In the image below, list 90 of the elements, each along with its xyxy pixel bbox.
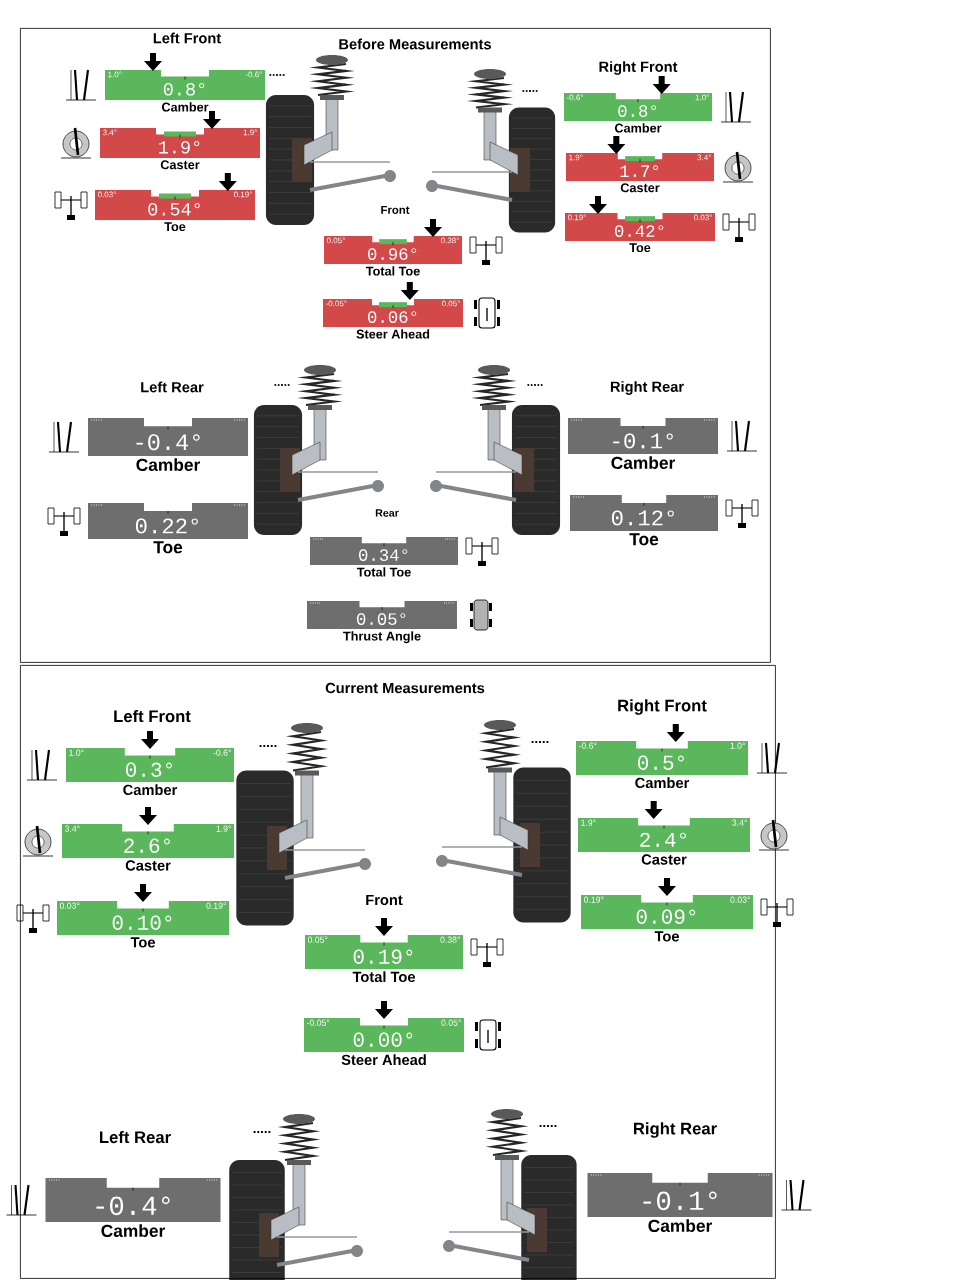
fill-in-line: ..... [527, 384, 543, 386]
gauge-bar: 0.19° 0.03° 0.09° [581, 878, 753, 929]
gauge-bar: 3.4° 1.9° 2.6° [62, 807, 234, 858]
gauge-bar: 1.9° 3.4° 2.4° [578, 801, 750, 852]
fill-in-line: ..... [539, 1125, 557, 1127]
corner-heading: Left Front [114, 709, 191, 723]
corner-heading: Right Front [599, 61, 678, 75]
gauge-caption: Toe [629, 533, 659, 546]
gauge-caption: Toe [654, 931, 679, 942]
gauge-bar: 0.05° 0.38° 0.19° [305, 918, 463, 969]
axle-label: Front [381, 206, 410, 214]
gauge-caption: Camber [123, 784, 178, 796]
node-label: ..... [234, 504, 245, 506]
gauge-caption: Thrust Angle [343, 631, 421, 644]
gauge-caption: Toe [130, 937, 155, 948]
node-label: 0.05° [357, 613, 406, 625]
gauge-bar: -0.6° 1.0° 0.5° [576, 724, 748, 775]
gauge-bar: -0.05° 0.05° 0.00° [304, 1001, 464, 1052]
gauge-bar: ..... ..... 0.34° [310, 537, 458, 565]
corner-heading: Left Front [153, 32, 222, 44]
fill-in-line: ..... [522, 90, 538, 92]
gauge-caption: Toe [153, 541, 183, 554]
gauge-bar: 1.9° 3.4° 1.7° [566, 136, 714, 181]
gauge-caption: Camber [136, 458, 200, 471]
gauge-bar: 1.0° -0.6° 0.3° [66, 731, 234, 782]
node-label: ..... [310, 602, 320, 604]
gauge-caption: Caster [160, 160, 200, 170]
gauge-bar: ..... ..... -0.1° [587, 1173, 773, 1217]
node-label: ..... [445, 538, 455, 540]
fill-in-line: ..... [531, 741, 549, 743]
corner-heading: Left Rear [141, 381, 204, 393]
gauge-bar: 0.03° 0.19° 0.54° [95, 173, 255, 220]
node-label: 0.34° [359, 549, 408, 561]
node-label: ..... [758, 1174, 770, 1176]
gauge-caption: Total Toe [356, 567, 411, 577]
axle-label: Front [366, 894, 403, 906]
fill-in-line: ..... [274, 384, 290, 386]
node-label: ..... [573, 496, 584, 498]
node-label: -0.1° [613, 433, 673, 449]
gauge-bar: ..... ..... -0.1° [568, 418, 718, 454]
node-label: ..... [91, 504, 102, 506]
node-label: ..... [91, 419, 102, 421]
gauge-caption: Camber [614, 123, 662, 133]
node-label: -0.4° [136, 434, 200, 451]
gauge-bar: -0.05° 0.05° 0.06° [323, 282, 463, 327]
node-label: 0.12° [611, 510, 674, 526]
gauge-caption: Camber [101, 1224, 165, 1237]
gauge-caption: Camber [161, 102, 209, 112]
gauge-caption: Toe [164, 222, 186, 232]
node-label: -0.1° [643, 1191, 717, 1211]
gauge-caption: Steer Ahead [356, 329, 430, 339]
node-label: ..... [313, 538, 323, 540]
gauge-caption: Total Toe [365, 266, 420, 276]
node-label: ..... [704, 496, 715, 498]
node-label: ..... [234, 419, 245, 421]
gauge-caption: Camber [635, 777, 690, 789]
gauge-caption: Total Toe [352, 971, 415, 983]
node-label: ..... [704, 419, 715, 421]
node-label: ..... [444, 602, 454, 604]
gauge-caption: Caster [641, 854, 687, 865]
corner-heading: Right Rear [610, 381, 684, 395]
corner-heading: Left Rear [100, 1130, 171, 1144]
corner-heading: Right Front [618, 699, 707, 715]
gauge-bar: 0.05° 0.38° 0.96° [324, 219, 462, 264]
gauge-caption: Toe [629, 243, 651, 253]
gauge-caption: Steer Ahead [341, 1054, 426, 1066]
gauge-bar: ..... ..... 0.05° [307, 601, 457, 629]
node-label: ..... [590, 1174, 602, 1176]
gauge-bar: ..... ..... 0.12° [570, 495, 718, 531]
gauge-bar: 0.03° 0.19° 0.10° [57, 884, 229, 935]
fill-in-line: ..... [253, 1131, 271, 1133]
gauge-bar: ..... ..... -0.4° [88, 418, 248, 456]
gauge-bar: ..... ..... 0.22° [88, 503, 248, 539]
fill-in-line: ..... [259, 745, 277, 747]
gauge-caption: Camber [648, 1219, 712, 1232]
node-label: ..... [571, 419, 582, 421]
gauge-caption: Camber [611, 456, 675, 469]
gauge-caption: Caster [125, 860, 171, 871]
gauge-bar: 0.19° 0.03° 0.42° [565, 196, 715, 241]
node-label: ..... [206, 1179, 218, 1181]
node-label: 0.22° [135, 518, 198, 534]
gauge-bar: 3.4° 1.9° 1.9° [100, 111, 260, 158]
gauge-caption: Caster [620, 183, 660, 193]
node-label: -0.4° [96, 1196, 170, 1216]
axle-label: Rear [375, 509, 399, 517]
node-label: ..... [48, 1179, 60, 1181]
corner-heading: Right Rear [634, 1122, 717, 1138]
gauge-bar: ..... ..... -0.4° [45, 1178, 221, 1222]
gauge-bar: -0.6° 1.0° 0.8° [564, 76, 712, 121]
gauge-bar: 1.0° -0.6° 0.8° [105, 53, 265, 100]
